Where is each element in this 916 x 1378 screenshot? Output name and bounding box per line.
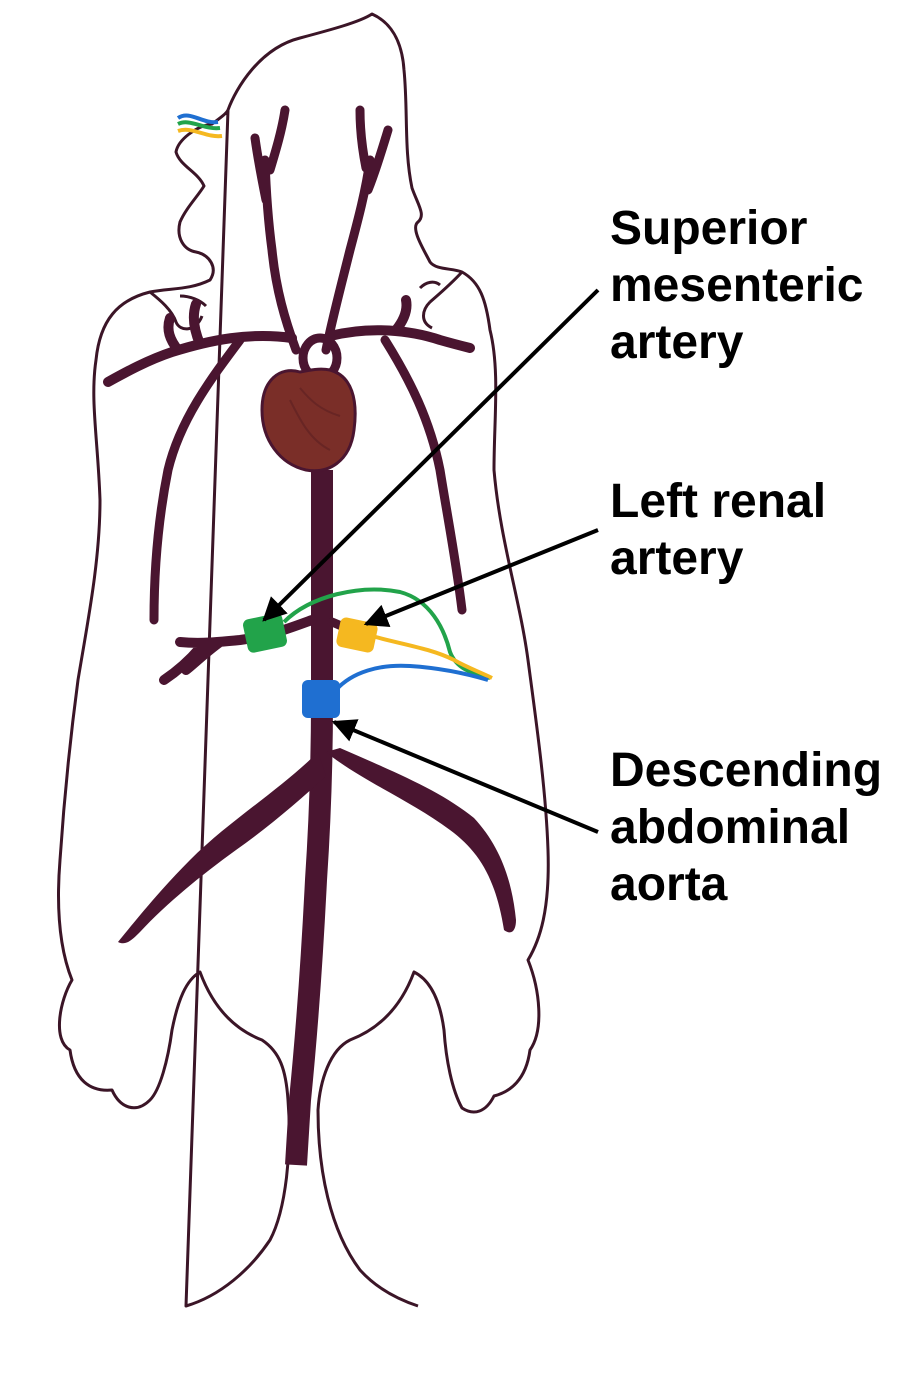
label-line: abdominal	[610, 799, 882, 856]
left-thoracic-vessel	[154, 340, 240, 620]
ear-tag-yellow-icon	[178, 130, 222, 136]
label-descending-abdominal-aorta: Descending abdominal aorta	[610, 742, 882, 913]
label-left-renal-artery: Left renal artery	[610, 473, 826, 587]
right-iliac-artery	[326, 748, 516, 932]
flow-probe-aorta-icon	[302, 680, 340, 718]
label-line: Descending	[610, 742, 882, 799]
label-line: mesenteric	[610, 257, 863, 314]
forepaw-right-icon	[420, 272, 462, 328]
label-line: aorta	[610, 856, 882, 913]
right-thoracic-vessel	[385, 340, 462, 610]
left-carotid-artery	[255, 110, 296, 350]
renal-probe-cable	[372, 636, 492, 678]
left-iliac-artery	[118, 752, 326, 943]
right-carotid-artery	[326, 110, 388, 350]
superior-mesenteric-artery	[164, 620, 312, 680]
label-line: artery	[610, 530, 826, 587]
label-superior-mesenteric-artery: Superior mesenteric artery	[610, 200, 863, 371]
left-subclavian-artery	[108, 304, 292, 382]
label-line: Left renal	[610, 473, 826, 530]
label-line: artery	[610, 314, 863, 371]
right-subclavian-artery	[330, 300, 470, 348]
renal-arrow	[366, 530, 598, 624]
heart-icon	[262, 369, 355, 471]
label-line: Superior	[610, 200, 863, 257]
